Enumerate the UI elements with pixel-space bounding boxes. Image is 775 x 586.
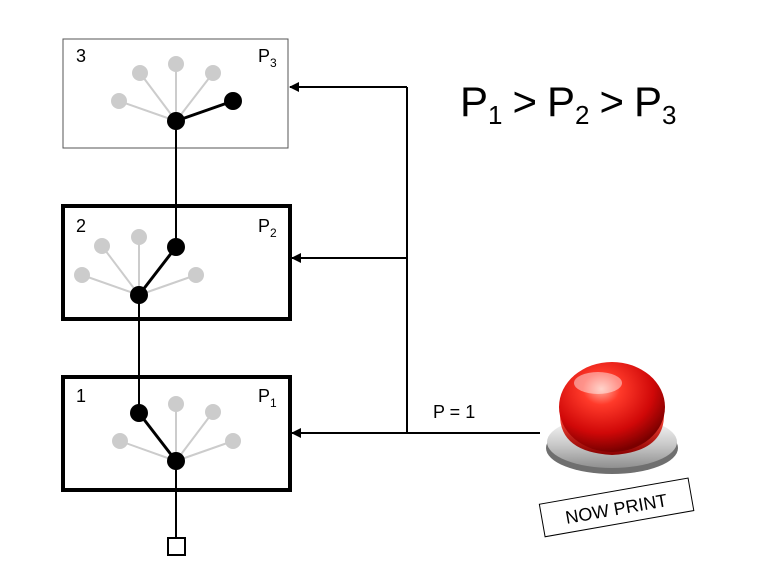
- button-highlight: [574, 372, 622, 394]
- box-3-probability: P3: [258, 46, 277, 70]
- box-3-inactive-branches: [118, 64, 214, 122]
- box-3-prob-letter: P: [258, 46, 270, 66]
- box-2-active-branch: [137, 246, 178, 296]
- box-3-inactive-nodes: [111, 56, 221, 109]
- box-3-active-branch: [175, 99, 234, 123]
- terminal-square: [167, 537, 186, 556]
- now-print-button[interactable]: [546, 362, 678, 474]
- box-2-prob-letter: P: [258, 216, 270, 236]
- box-2-number: 2: [76, 216, 86, 236]
- box-1-active-branch: [137, 412, 178, 462]
- now-print-label-box: [538, 477, 695, 538]
- box-1-prob-letter: P: [258, 386, 270, 406]
- box-2-inactive-branches: [81, 237, 197, 296]
- box-1-inactive-branches: [119, 404, 234, 462]
- box-1-prob-sub: 1: [270, 396, 277, 410]
- box-1-probability: P1: [258, 386, 277, 410]
- box-3-prob-sub: 3: [270, 56, 277, 70]
- box-2-prob-sub: 2: [270, 226, 277, 240]
- now-print-label-group: NOW PRINT: [538, 477, 695, 538]
- box-1-number: 1: [76, 386, 86, 406]
- box-2-inactive-nodes: [74, 229, 204, 283]
- box-3-number: 3: [76, 46, 86, 66]
- box-1-inactive-nodes: [112, 396, 241, 449]
- button-dome: [559, 362, 665, 452]
- box-2-probability: P2: [258, 216, 277, 240]
- probability-order-formula: P1>P2>P3: [460, 78, 677, 130]
- signal-label: P = 1: [433, 402, 475, 422]
- box-3-active-node: [224, 92, 242, 110]
- feedback-arrows: [289, 82, 540, 438]
